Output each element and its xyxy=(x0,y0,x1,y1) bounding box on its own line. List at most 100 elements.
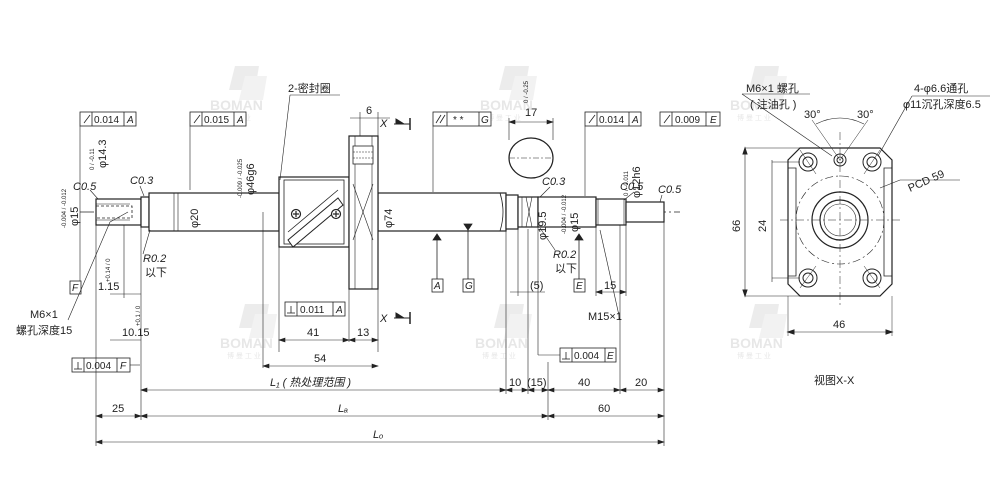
svg-text:-0.004 / -0.012: -0.004 / -0.012 xyxy=(562,194,568,234)
svg-text:φ14.3: φ14.3 xyxy=(97,139,109,168)
svg-text:( 注油孔 ): ( 注油孔 ) xyxy=(750,97,796,111)
svg-text:X: X xyxy=(379,313,388,325)
svg-text:Lₒ: Lₒ xyxy=(373,429,383,441)
svg-text:φ19.5: φ19.5 xyxy=(537,211,549,240)
svg-text:54: 54 xyxy=(314,353,326,365)
svg-text:φ74: φ74 xyxy=(383,209,395,228)
datum-boxes: F A G E xyxy=(69,223,586,295)
svg-text:M15×1: M15×1 xyxy=(588,311,622,323)
svg-text:以下: 以下 xyxy=(555,263,577,275)
svg-text:0 / -0.011: 0 / -0.011 xyxy=(624,170,630,196)
svg-text:0.009: 0.009 xyxy=(675,115,700,126)
svg-text:φ20: φ20 xyxy=(189,209,201,228)
view-x-x xyxy=(741,93,990,336)
svg-text:4-φ6.6通孔: 4-φ6.6通孔 xyxy=(914,82,968,95)
svg-text:C0.5: C0.5 xyxy=(658,184,682,196)
ball-nut xyxy=(278,135,379,290)
svg-text:46: 46 xyxy=(833,319,845,331)
svg-text:30°: 30° xyxy=(804,109,821,121)
svg-text:以下: 以下 xyxy=(145,267,167,279)
fcf-runout-end: 0.009 E xyxy=(659,111,721,127)
svg-text:E: E xyxy=(607,351,614,362)
svg-text:0.004: 0.004 xyxy=(574,351,599,362)
svg-text:(5): (5) xyxy=(530,280,543,292)
svg-text:BOMAN: BOMAN xyxy=(730,335,783,351)
svg-text:博 曼 工 业: 博 曼 工 业 xyxy=(487,113,521,122)
svg-text:0.004: 0.004 xyxy=(86,361,111,372)
screw-shaft xyxy=(95,192,665,232)
svg-text:F: F xyxy=(120,361,127,372)
svg-text:C0.5: C0.5 xyxy=(620,181,644,193)
svg-text:F: F xyxy=(72,283,79,294)
svg-text:(15): (15) xyxy=(527,377,547,389)
fcf-perp-end: 0.004 F xyxy=(71,357,140,373)
svg-text:0.015: 0.015 xyxy=(204,115,229,126)
svg-text:A: A xyxy=(236,115,244,126)
svg-text:BOMAN: BOMAN xyxy=(210,97,263,113)
fcf-perp-flange: 0.011 A xyxy=(284,301,346,317)
svg-text:17: 17 xyxy=(525,107,537,119)
svg-text:1.15: 1.15 xyxy=(98,281,119,293)
svg-text:M6×1 螺孔: M6×1 螺孔 xyxy=(746,82,799,95)
fcf-runout-left: 0.014 A xyxy=(79,111,137,292)
svg-text:C0.5: C0.5 xyxy=(73,181,97,193)
svg-text:博 曼 工 业: 博 曼 工 业 xyxy=(482,351,516,360)
svg-text:A: A xyxy=(126,115,134,126)
svg-text:φ11沉孔深度6.5: φ11沉孔深度6.5 xyxy=(903,97,981,111)
svg-text:C0.3: C0.3 xyxy=(130,175,154,187)
svg-text:2-密封圈: 2-密封圈 xyxy=(288,81,331,95)
fcf-perp-bearing: 0.004 E xyxy=(537,227,617,363)
svg-text:L₁ ( 热处理范围 ): L₁ ( 热处理范围 ) xyxy=(270,376,351,389)
svg-text:G: G xyxy=(465,281,473,292)
svg-text:25: 25 xyxy=(112,403,124,415)
svg-text:0 / -0.11: 0 / -0.11 xyxy=(90,148,96,170)
shaft-annotations: 2-密封圈 φ46g6 -0.009 / -0.025 φ14.3 0 / -0… xyxy=(16,81,682,337)
svg-text:13: 13 xyxy=(357,327,369,339)
svg-text:30°: 30° xyxy=(857,109,874,121)
section-x-top: X xyxy=(379,118,411,130)
fcf-runout-journal: 0.015 A xyxy=(189,111,247,190)
svg-text:6: 6 xyxy=(366,105,372,117)
svg-text:41: 41 xyxy=(307,327,319,339)
svg-text:A: A xyxy=(335,305,343,316)
fcf-total-runout: * * G xyxy=(432,111,492,192)
fcf-runout-right: 0.014 A xyxy=(584,111,642,196)
dimension-values: 6 17 0 / -0.25 41 13 54 (5) 15 10 (15) 4… xyxy=(98,80,647,441)
svg-text:G: G xyxy=(481,115,489,126)
svg-text:BOMAN: BOMAN xyxy=(480,97,533,113)
view-x-x-labels: M6×1 螺孔 ( 注油孔 ) 4-φ6.6通孔 φ11沉孔深度6.5 30° … xyxy=(731,82,981,387)
svg-text:博 曼 工 业: 博 曼 工 业 xyxy=(737,113,771,122)
svg-text:博 曼 工 业: 博 曼 工 业 xyxy=(227,351,261,360)
svg-text:0.014: 0.014 xyxy=(599,115,624,126)
svg-text:φ15: φ15 xyxy=(69,207,81,226)
svg-text:0.014: 0.014 xyxy=(94,115,119,126)
svg-text:PCD 59: PCD 59 xyxy=(906,168,946,195)
svg-text:+0.1 / 0: +0.1 / 0 xyxy=(136,305,142,326)
svg-text:+0.14 / 0: +0.14 / 0 xyxy=(106,258,112,282)
svg-text:10.15: 10.15 xyxy=(122,327,150,339)
svg-text:60: 60 xyxy=(598,403,610,415)
svg-text:M6×1: M6×1 xyxy=(30,309,58,321)
section-x-bottom: X xyxy=(379,312,411,325)
svg-text:视图X-X: 视图X-X xyxy=(814,373,855,387)
svg-text:10: 10 xyxy=(509,377,521,389)
svg-text:φ46g6: φ46g6 xyxy=(245,163,257,195)
svg-text:A: A xyxy=(631,115,639,126)
svg-text:24: 24 xyxy=(757,220,769,232)
svg-text:BOMAN: BOMAN xyxy=(475,335,528,351)
svg-text:博 曼 工 业: 博 曼 工 业 xyxy=(737,351,771,360)
svg-text:E: E xyxy=(710,115,717,126)
svg-text:BOMAN: BOMAN xyxy=(220,335,273,351)
svg-text:X: X xyxy=(379,118,388,130)
svg-text:40: 40 xyxy=(578,377,590,389)
svg-text:-0.009 / -0.025: -0.009 / -0.025 xyxy=(238,158,244,198)
svg-text:66: 66 xyxy=(731,220,743,232)
leader-lines xyxy=(67,185,663,321)
svg-text:20: 20 xyxy=(635,377,647,389)
svg-text:C0.3: C0.3 xyxy=(542,176,566,188)
svg-text:-0.004 / -0.012: -0.004 / -0.012 xyxy=(62,188,68,228)
svg-text:R0.2: R0.2 xyxy=(143,253,166,265)
svg-text:R0.2: R0.2 xyxy=(553,249,576,261)
dimension-lines xyxy=(95,112,665,446)
